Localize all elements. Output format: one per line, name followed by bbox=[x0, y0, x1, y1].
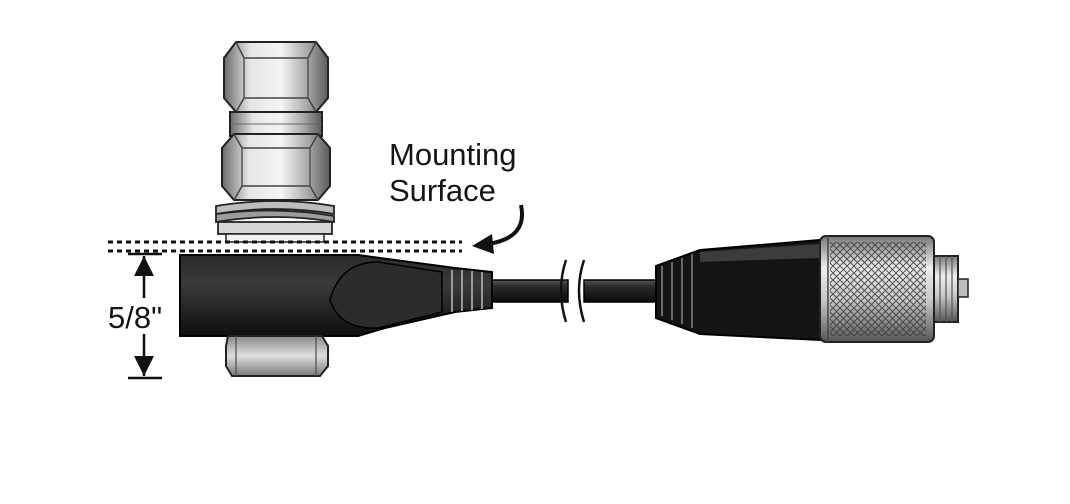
upper-hex-nut bbox=[223, 41, 329, 113]
coax-cable bbox=[491, 259, 657, 323]
mount-body bbox=[179, 254, 493, 337]
dimension-marker bbox=[128, 252, 162, 380]
mounting-surface-label-line2: Surface bbox=[389, 173, 496, 208]
mounting-surface-arrow bbox=[472, 204, 524, 254]
lower-hex-nut bbox=[221, 133, 331, 201]
center-pin bbox=[957, 278, 969, 298]
thickness-dimension-label: 5/8" bbox=[108, 300, 163, 335]
lock-washers bbox=[215, 200, 335, 243]
pl259-plug bbox=[655, 235, 969, 343]
cable-break-mark bbox=[559, 259, 568, 323]
stud-assembly bbox=[215, 41, 335, 243]
dimension-arrow-down bbox=[134, 356, 154, 376]
mounting-surface-label-line1: Mounting bbox=[389, 137, 517, 172]
bottom-hex-nut bbox=[225, 335, 329, 377]
mounting-surface-lines bbox=[108, 240, 462, 253]
dimension-arrow-up bbox=[134, 256, 154, 276]
